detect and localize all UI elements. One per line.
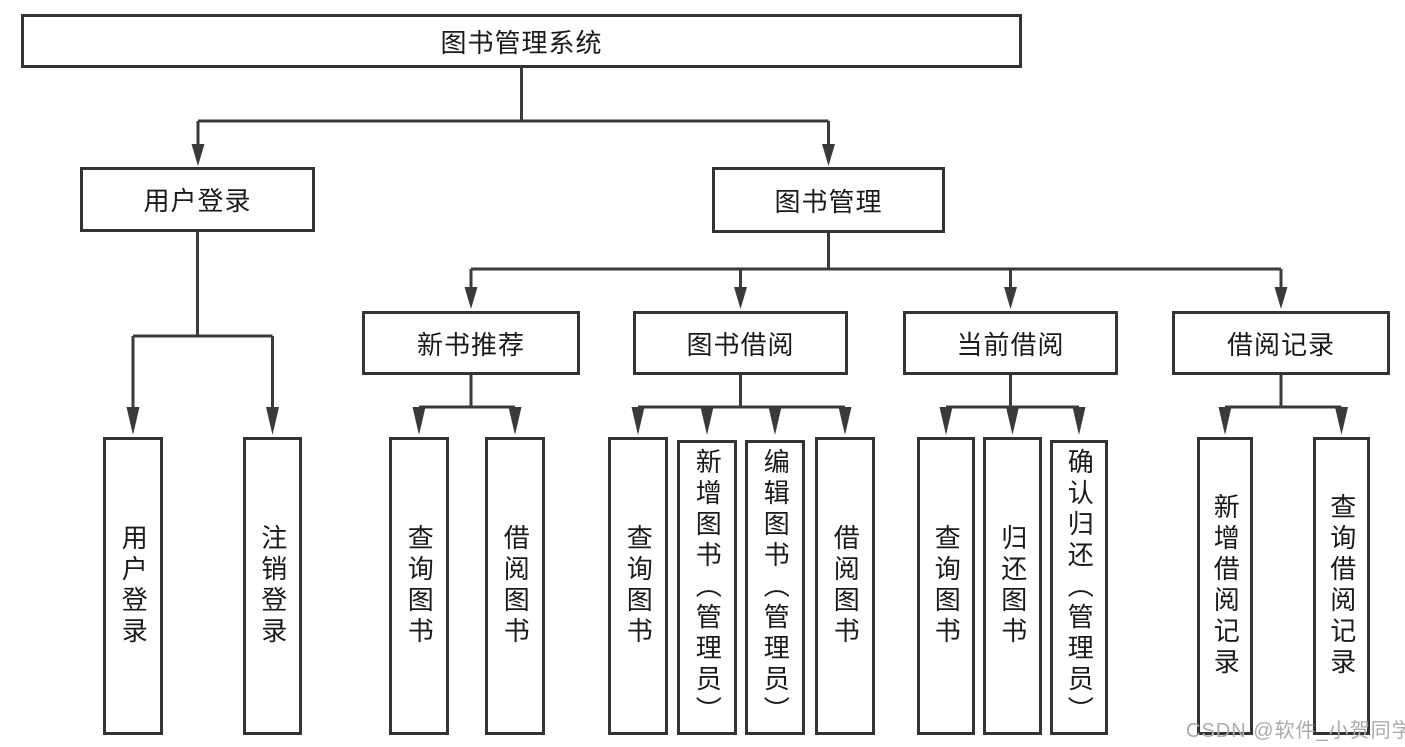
leaf-add-books-admin: 新增图书（管理员） (677, 440, 737, 735)
node-root: 图书管理系统 (21, 14, 1022, 68)
node-book-management: 图书管理 (712, 167, 945, 233)
leaf-logout: 注销登录 (243, 437, 302, 735)
leaf-query-books-3: 查询图书 (917, 437, 975, 735)
leaf-return-books: 归还图书 (983, 437, 1042, 735)
leaf-borrow-books-1: 借阅图书 (485, 437, 545, 735)
leaf-borrow-books-2: 借阅图书 (815, 437, 875, 735)
node-borrowing-records: 借阅记录 (1172, 311, 1390, 375)
leaf-query-books-2: 查询图书 (608, 437, 668, 735)
leaf-query-borrow-record: 查询借阅记录 (1313, 437, 1370, 735)
leaf-query-books-1: 查询图书 (389, 437, 449, 735)
leaf-edit-books-admin: 编辑图书（管理员） (745, 440, 805, 735)
node-user-login: 用户登录 (80, 167, 315, 232)
leaf-confirm-return-admin: 确认归还（管理员） (1050, 440, 1108, 735)
node-current-borrowing: 当前借阅 (903, 311, 1118, 375)
watermark: CSDN @软件_小贺同学 (1186, 720, 1405, 742)
node-new-book-recommend: 新书推荐 (362, 311, 580, 375)
node-book-borrowing: 图书借阅 (633, 311, 848, 375)
leaf-add-borrow-record: 新增借阅记录 (1197, 437, 1253, 735)
leaf-user-login: 用户登录 (103, 437, 163, 735)
